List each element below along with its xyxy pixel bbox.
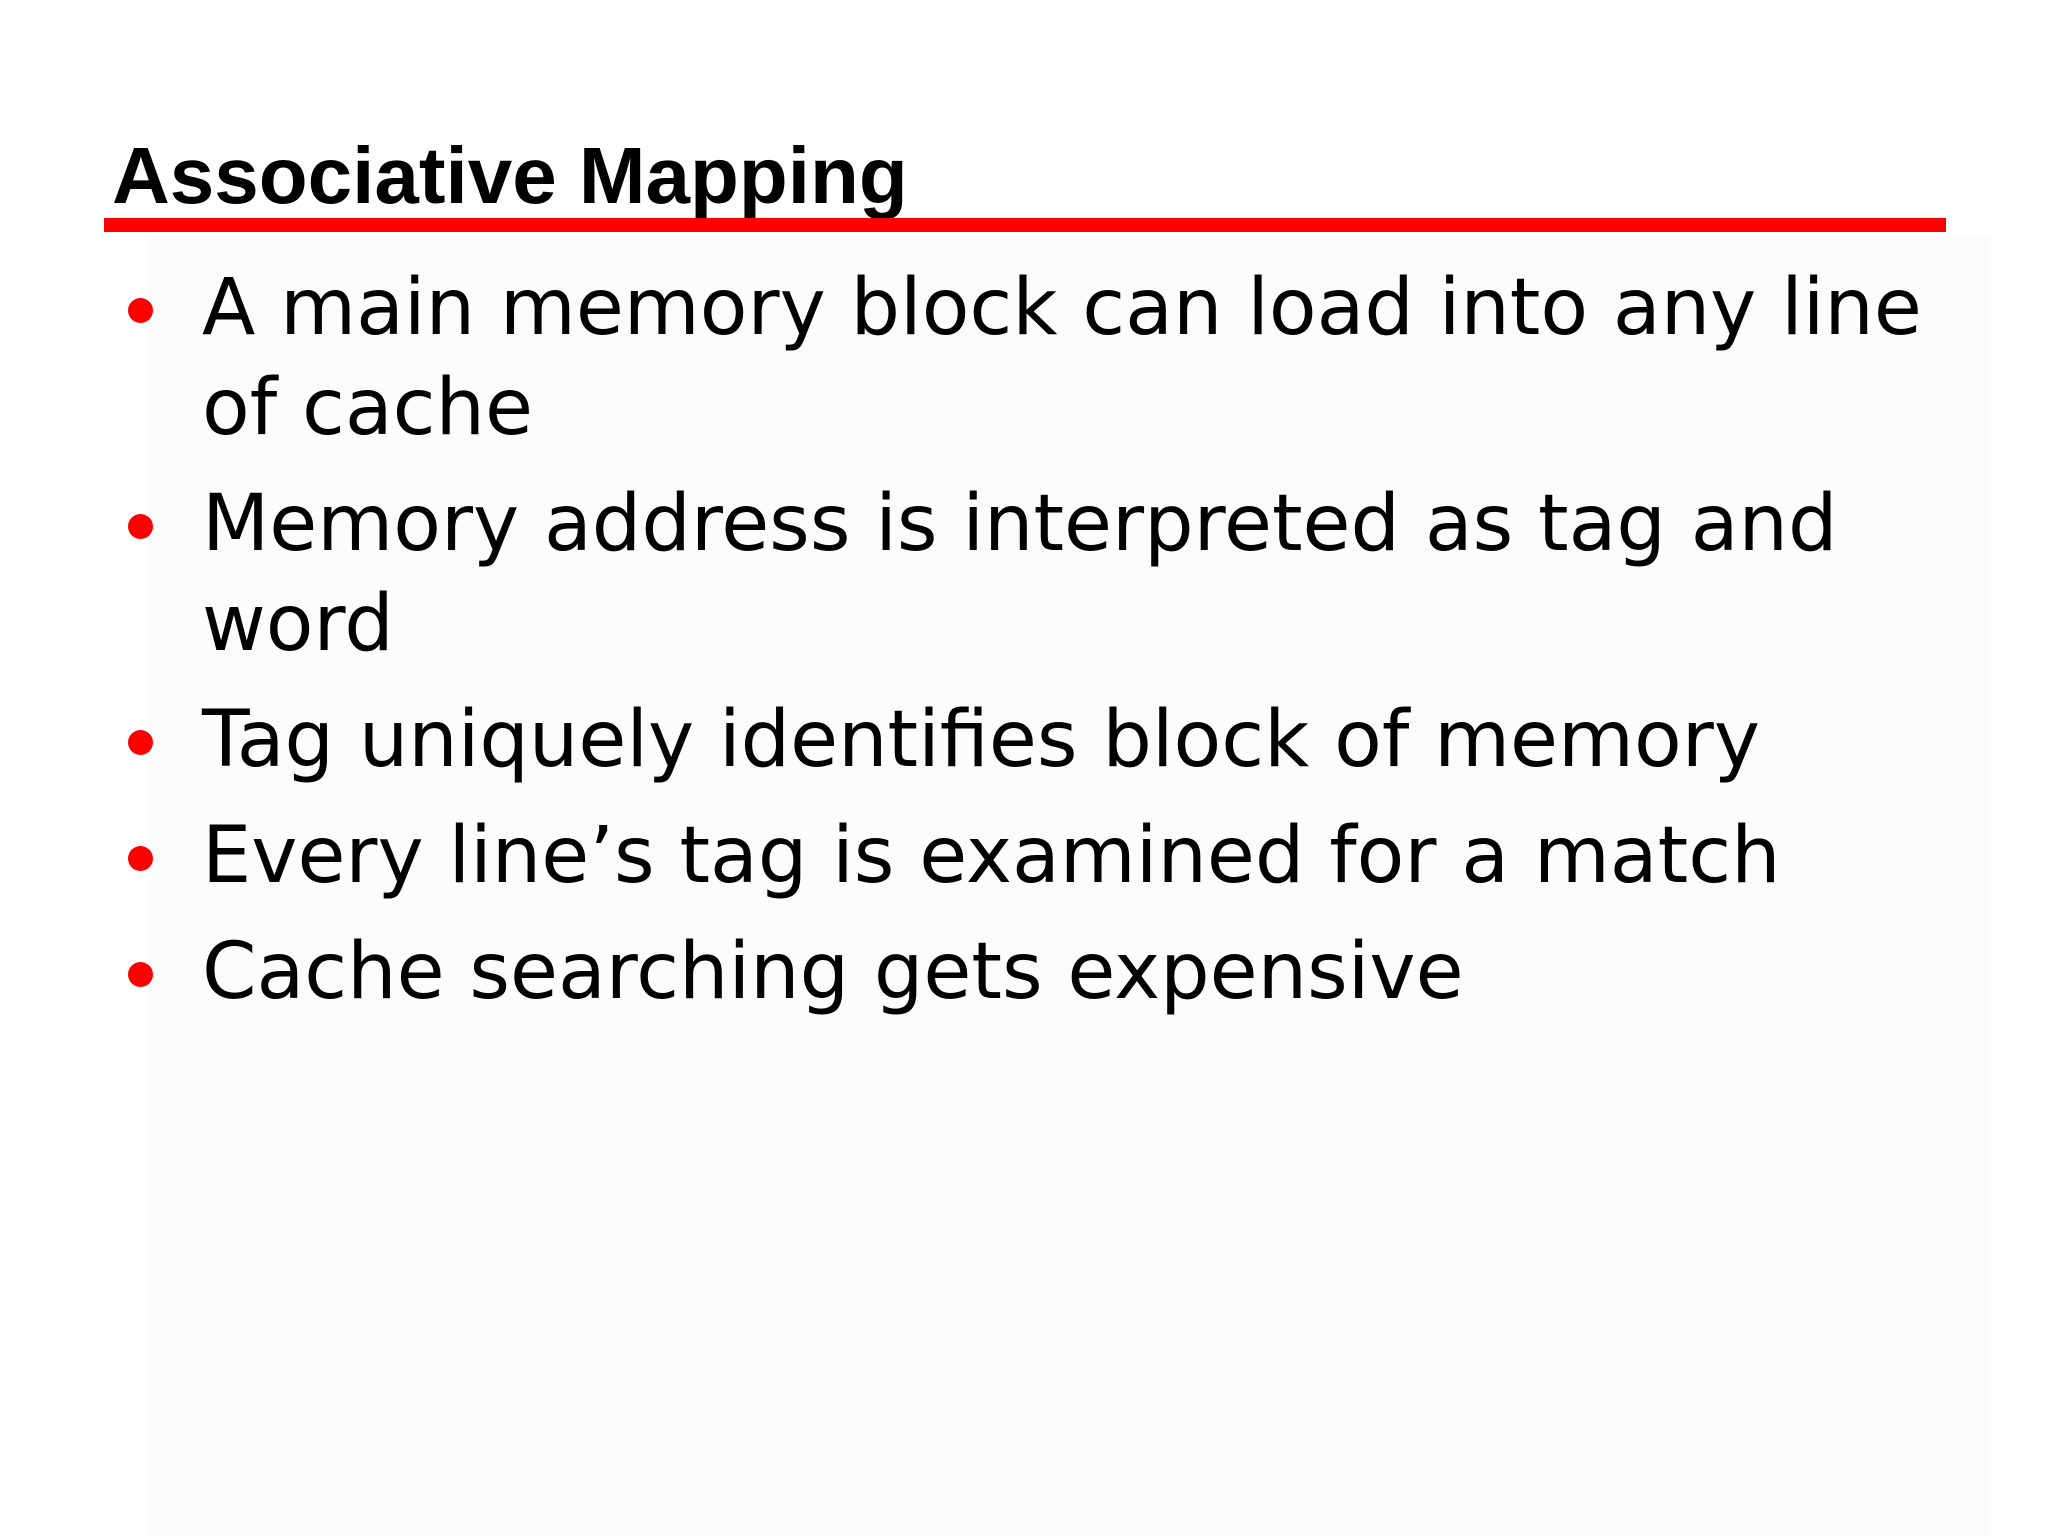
slide-title: Associative Mapping (112, 131, 908, 220)
bullet-text: Tag uniquely identifies block of memory (202, 695, 1760, 785)
bullet-dot-icon (128, 298, 153, 323)
bullet-list: A main memory block can load into any li… (124, 258, 1964, 1038)
bullet-item: Tag uniquely identifies block of memory (124, 690, 1964, 790)
bullet-text: Every line’s tag is examined for a match (202, 811, 1781, 901)
bullet-text: Memory address is interpreted as tag and… (202, 479, 1838, 669)
bullet-item: Memory address is interpreted as tag and… (124, 474, 1964, 674)
bullet-item: A main memory block can load into any li… (124, 258, 1964, 458)
bullet-dot-icon (128, 730, 153, 755)
bullet-item: Cache searching gets expensive (124, 922, 1964, 1022)
title-underline (104, 218, 1946, 232)
bullet-dot-icon (128, 962, 153, 987)
bullet-item: Every line’s tag is examined for a match (124, 806, 1964, 906)
bullet-dot-icon (128, 514, 153, 539)
content-panel (150, 236, 1990, 1536)
bullet-dot-icon (128, 846, 153, 871)
bullet-text: A main memory block can load into any li… (202, 263, 1922, 453)
bullet-text: Cache searching gets expensive (202, 927, 1464, 1017)
